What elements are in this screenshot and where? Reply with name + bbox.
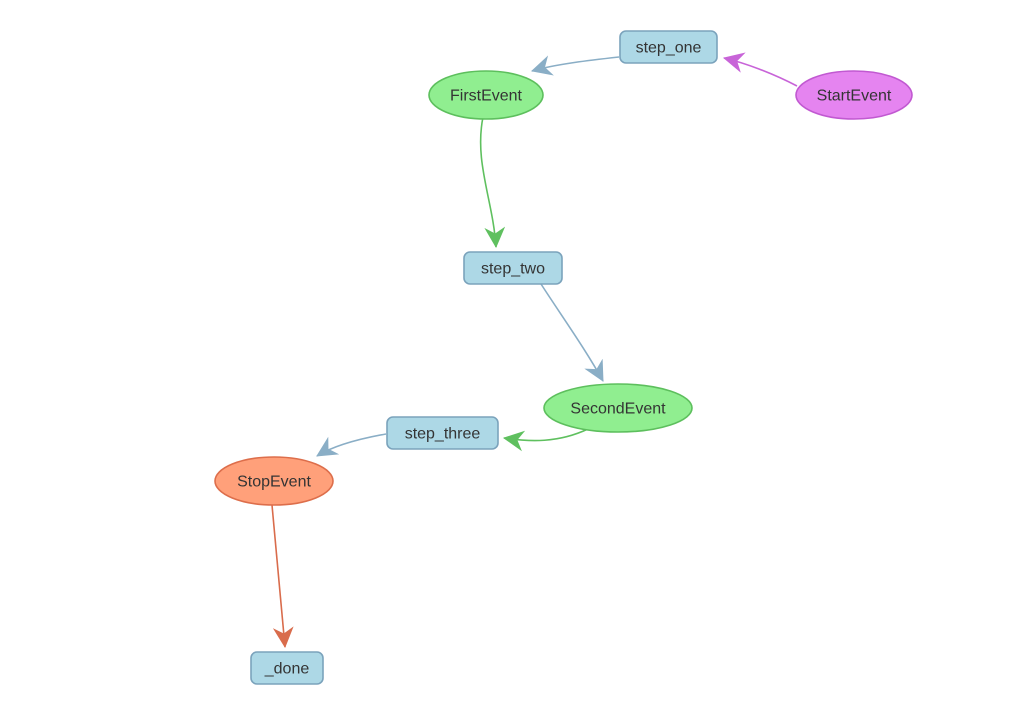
node-label: step_one <box>636 40 702 57</box>
node-shape <box>543 383 693 433</box>
edge-firstevent-to-step-two <box>479 116 506 249</box>
node-secondevent[interactable]: SecondEvent <box>543 383 693 433</box>
node-firstevent[interactable]: FirstEvent <box>428 70 544 120</box>
node-shape <box>214 456 334 506</box>
node-label: SecondEvent <box>570 401 666 418</box>
node-label: StartEvent <box>817 88 892 105</box>
node-shape <box>386 416 499 450</box>
node-startevent[interactable]: StartEvent <box>795 70 913 120</box>
node-shape <box>795 70 913 120</box>
edge-curve <box>540 283 604 382</box>
edge-curve <box>502 428 589 452</box>
node-label: step_two <box>481 261 545 278</box>
nodes-layer: step_one StartEvent FirstEvent step_two … <box>214 30 913 685</box>
node-step-two[interactable]: step_two <box>463 251 563 285</box>
edge-startevent-to-step-one <box>722 52 798 87</box>
node-label: _done <box>264 661 310 678</box>
edge-step-two-to-secondevent <box>540 283 604 382</box>
edge-curve <box>316 433 387 457</box>
edge-curve <box>531 55 620 76</box>
edge-stopevent-to-done <box>271 504 294 649</box>
edge-curve <box>271 504 294 649</box>
node-label: FirstEvent <box>450 88 523 105</box>
edge-curve <box>722 52 798 87</box>
node-shape <box>250 651 324 685</box>
edge-step-one-to-firstevent <box>531 55 620 76</box>
node-done[interactable]: _done <box>250 651 324 685</box>
node-step-one[interactable]: step_one <box>619 30 718 64</box>
node-stopevent[interactable]: StopEvent <box>214 456 334 506</box>
node-shape <box>619 30 718 64</box>
node-label: StopEvent <box>237 474 311 491</box>
edge-step-three-to-stopevent <box>316 433 387 457</box>
edges-layer <box>271 52 798 649</box>
edge-secondevent-to-step-three <box>502 428 589 452</box>
node-step-three[interactable]: step_three <box>386 416 499 450</box>
edge-curve <box>479 116 506 249</box>
node-shape <box>428 70 544 120</box>
node-label: step_three <box>405 426 481 443</box>
node-shape <box>463 251 563 285</box>
